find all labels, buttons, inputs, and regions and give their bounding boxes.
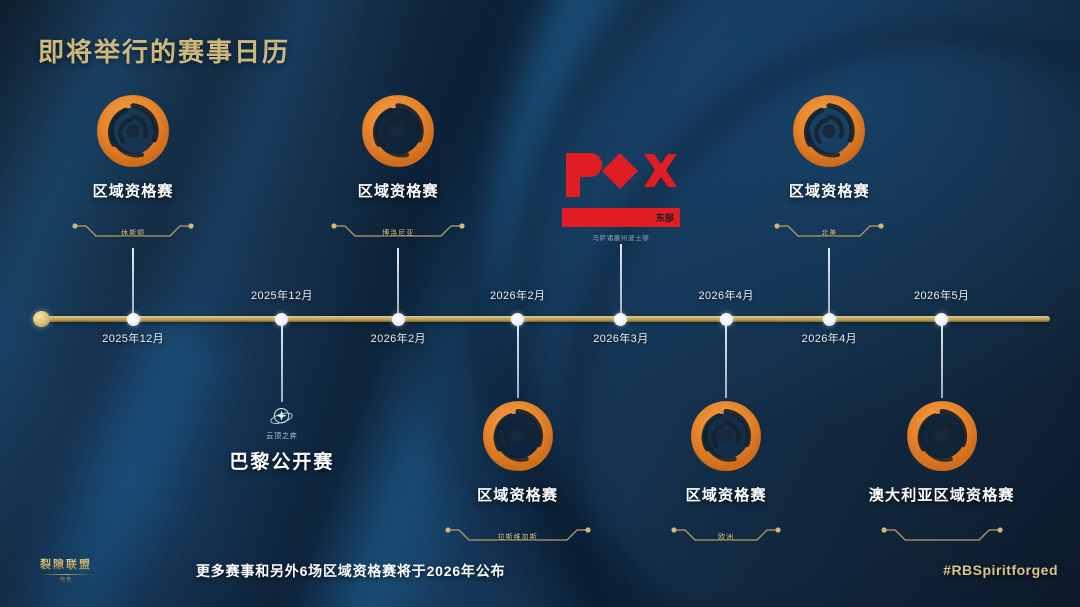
swirl-logo — [772, 94, 886, 173]
brand-logo: 裂隙联盟 电竞 — [28, 556, 104, 586]
timeline-date-label: 2026年4月 — [698, 290, 754, 302]
event-card[interactable]: 区域资格赛拉斯维加斯 — [443, 400, 593, 550]
background-streak — [136, 0, 724, 607]
timeline-stem — [516, 320, 519, 398]
timeline-date-label: 2026年2月 — [489, 290, 546, 302]
brand-logo-name: 裂隙联盟 — [28, 556, 104, 572]
region-ribbon-icon — [445, 527, 591, 541]
swirl-logo-icon — [97, 95, 170, 167]
hashtag: #RBSpiritforged — [943, 562, 1058, 578]
region-label: 休斯顿 — [121, 230, 146, 237]
background-streak — [0, 0, 461, 607]
swirl-logo — [70, 94, 196, 173]
region-ribbon: 休斯顿 — [70, 221, 196, 246]
pax-region-label: 东部 — [655, 213, 674, 223]
swirl-logo-icon — [362, 95, 435, 167]
pax-wordmark-icon — [565, 153, 677, 197]
timeline-axis — [38, 316, 1050, 322]
event-card[interactable]: 区域资格赛欧洲 — [669, 400, 783, 550]
event-title: 澳大利亚区域资格赛 — [868, 487, 1015, 504]
timeline-date-label: 2025年12月 — [102, 333, 165, 345]
region-ribbon-icon — [331, 223, 465, 237]
timeline-stem — [397, 248, 400, 316]
tft-game-label: 云顶之弈 — [266, 433, 298, 440]
region-ribbon-icon — [72, 223, 194, 237]
swirl-logo — [329, 94, 467, 173]
event-card[interactable]: 云顶之弈巴黎公开赛 — [229, 404, 334, 474]
swirl-logo — [443, 400, 593, 477]
event-card[interactable]: 区域资格赛北美 — [772, 94, 886, 246]
timeline-date-label: 2026年3月 — [593, 333, 649, 345]
timeline-stem — [619, 244, 622, 316]
timeline-date-label: 2026年2月 — [370, 333, 426, 345]
timeline-stem — [280, 320, 283, 402]
event-title: 区域资格赛 — [357, 183, 439, 200]
region-label: 北美 — [821, 230, 838, 237]
tft-icon — [270, 408, 294, 424]
timeline-dot[interactable] — [126, 313, 140, 326]
swirl-logo-icon — [906, 401, 977, 471]
region-label: 欧洲 — [718, 534, 735, 541]
event-card[interactable]: 澳大利亚区域资格赛 — [869, 400, 1015, 550]
swirl-logo-icon — [482, 401, 553, 471]
region-ribbon: 北美 — [772, 221, 886, 246]
event-card[interactable]: 东部马萨诸塞州波士顿 — [561, 151, 680, 242]
timeline-stem — [132, 248, 135, 316]
region-ribbon-icon — [774, 223, 884, 237]
event-title: 巴黎公开赛 — [229, 452, 335, 473]
timeline-date-label: 2026年4月 — [801, 333, 858, 345]
region-label: 拉斯维加斯 — [497, 534, 538, 541]
timeline-dot[interactable] — [391, 313, 405, 326]
timeline-stem — [940, 320, 943, 398]
pax-location-label: 马萨诸塞州波士顿 — [592, 235, 650, 242]
event-title: 区域资格赛 — [685, 487, 767, 504]
page-title: 即将举行的赛事日历 — [38, 37, 291, 67]
region-ribbon: 欧洲 — [669, 525, 783, 550]
swirl-logo — [869, 400, 1015, 477]
region-ribbon — [879, 525, 1005, 550]
event-title: 区域资格赛 — [477, 487, 559, 504]
event-card[interactable]: 区域资格赛休斯顿 — [70, 94, 196, 246]
timeline-dot[interactable] — [275, 313, 289, 326]
timeline-dot[interactable] — [614, 313, 628, 326]
pax-logo: 东部马萨诸塞州波士顿 — [561, 151, 680, 242]
brand-logo-rule — [39, 574, 93, 575]
timeline-dot[interactable] — [511, 313, 525, 326]
background-streak — [0, 0, 306, 607]
timeline-date-label: 2026年5月 — [914, 290, 970, 302]
swirl-logo — [669, 400, 783, 477]
region-ribbon: 博洛尼亚 — [329, 221, 467, 246]
footer-note: 更多赛事和另外6场区域资格赛将于2026年公布 — [196, 563, 506, 579]
timeline-dot[interactable] — [822, 313, 836, 326]
event-title: 区域资格赛 — [92, 183, 174, 200]
swirl-logo-icon — [691, 401, 762, 471]
timeline-start-marker — [33, 311, 50, 327]
timeline-date-label: 2025年12月 — [250, 290, 313, 302]
region-ribbon: 拉斯维加斯 — [443, 525, 593, 550]
region-ribbon-icon — [671, 527, 781, 541]
region-ribbon-icon — [881, 527, 1003, 541]
timeline-dot[interactable] — [719, 313, 733, 326]
swirl-logo-icon — [793, 95, 866, 167]
timeline-stem — [725, 320, 728, 398]
timeline-dot[interactable] — [935, 313, 949, 326]
event-title: 区域资格赛 — [788, 183, 870, 200]
region-label: 博洛尼亚 — [382, 230, 415, 237]
pax-region-bar: 东部 — [561, 208, 680, 227]
timeline-stem — [828, 248, 831, 316]
brand-logo-sub: 电竞 — [59, 577, 72, 583]
event-card[interactable]: 区域资格赛博洛尼亚 — [329, 94, 467, 246]
